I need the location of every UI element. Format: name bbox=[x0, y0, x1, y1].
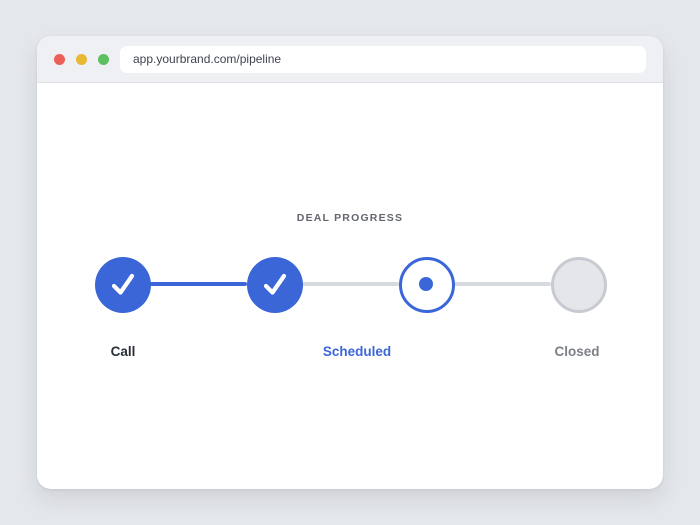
browser-titlebar: app.yourbrand.com/pipeline bbox=[37, 36, 663, 83]
minimize-window-button[interactable] bbox=[76, 54, 87, 65]
maximize-window-button[interactable] bbox=[98, 54, 109, 65]
step-closed[interactable] bbox=[551, 257, 607, 313]
step-completed[interactable] bbox=[247, 257, 303, 313]
step-label-scheduled: Scheduled bbox=[322, 344, 392, 359]
step-scheduled[interactable] bbox=[399, 257, 455, 313]
close-window-button[interactable] bbox=[54, 54, 65, 65]
connector-line bbox=[427, 282, 551, 286]
address-bar[interactable]: app.yourbrand.com/pipeline bbox=[120, 46, 646, 73]
step-label-call: Call bbox=[110, 344, 136, 359]
step-label-closed: Closed bbox=[554, 344, 600, 359]
dot-icon bbox=[418, 276, 433, 291]
check-icon bbox=[111, 273, 135, 295]
check-icon bbox=[263, 273, 287, 295]
pipeline-title: DEAL PROGRESS bbox=[296, 212, 404, 224]
step-call[interactable] bbox=[95, 257, 151, 313]
browser-window: app.yourbrand.com/pipeline DEAL PROGRESS… bbox=[37, 36, 663, 489]
connector-line bbox=[275, 282, 399, 286]
connector-line bbox=[123, 282, 247, 286]
